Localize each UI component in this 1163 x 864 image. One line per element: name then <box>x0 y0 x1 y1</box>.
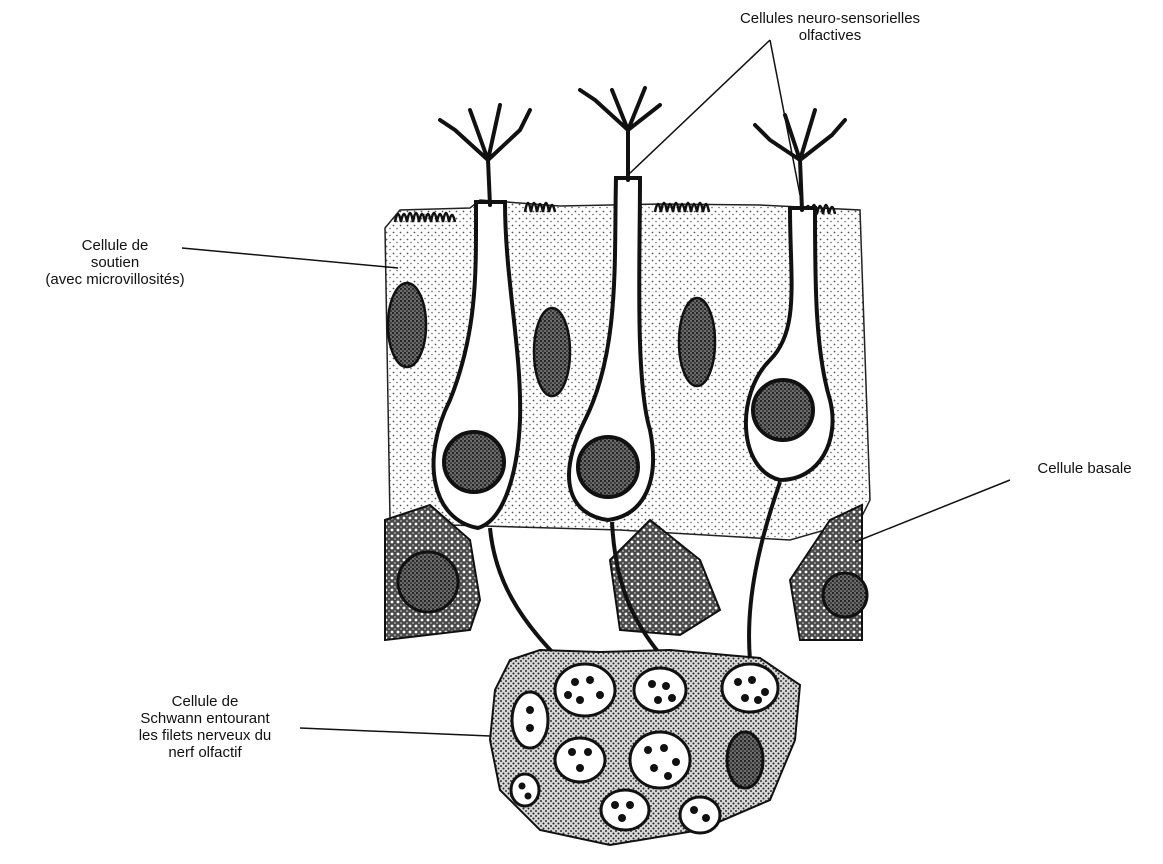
label-line: soutien <box>0 254 230 271</box>
basal-layer-middle <box>610 520 720 635</box>
label-line: les filets nerveux du <box>110 727 300 744</box>
label-line: nerf olfactif <box>110 744 300 761</box>
label-support-cell: Cellule de soutien (avec microvillosités… <box>0 237 230 288</box>
label-line: (avec microvillosités) <box>0 271 230 288</box>
support-nucleus <box>679 298 715 386</box>
dendrites <box>440 88 845 210</box>
neuron-nucleus <box>753 380 813 440</box>
schwann-nucleus <box>727 732 763 788</box>
neuron-nucleus <box>578 437 638 497</box>
support-nucleus <box>534 308 570 396</box>
basal-cell-nucleus-right <box>823 573 867 617</box>
basal-cell-nucleus <box>398 552 458 612</box>
label-line: Schwann entourant <box>110 710 300 727</box>
label-line: Cellule basale <box>1012 460 1157 477</box>
label-line: Cellule de <box>110 693 300 710</box>
label-line: olfactives <box>720 27 940 44</box>
label-schwann-cell: Cellule de Schwann entourant les filets … <box>110 693 300 761</box>
neuron-nucleus <box>444 432 504 492</box>
label-line: Cellule de <box>0 237 230 254</box>
label-line: Cellules neuro-sensorielles <box>720 10 940 27</box>
label-basal-cell: Cellule basale <box>1012 460 1157 477</box>
label-neuro-sensory-cells: Cellules neuro-sensorielles olfactives <box>720 10 940 44</box>
support-nucleus <box>388 283 426 367</box>
